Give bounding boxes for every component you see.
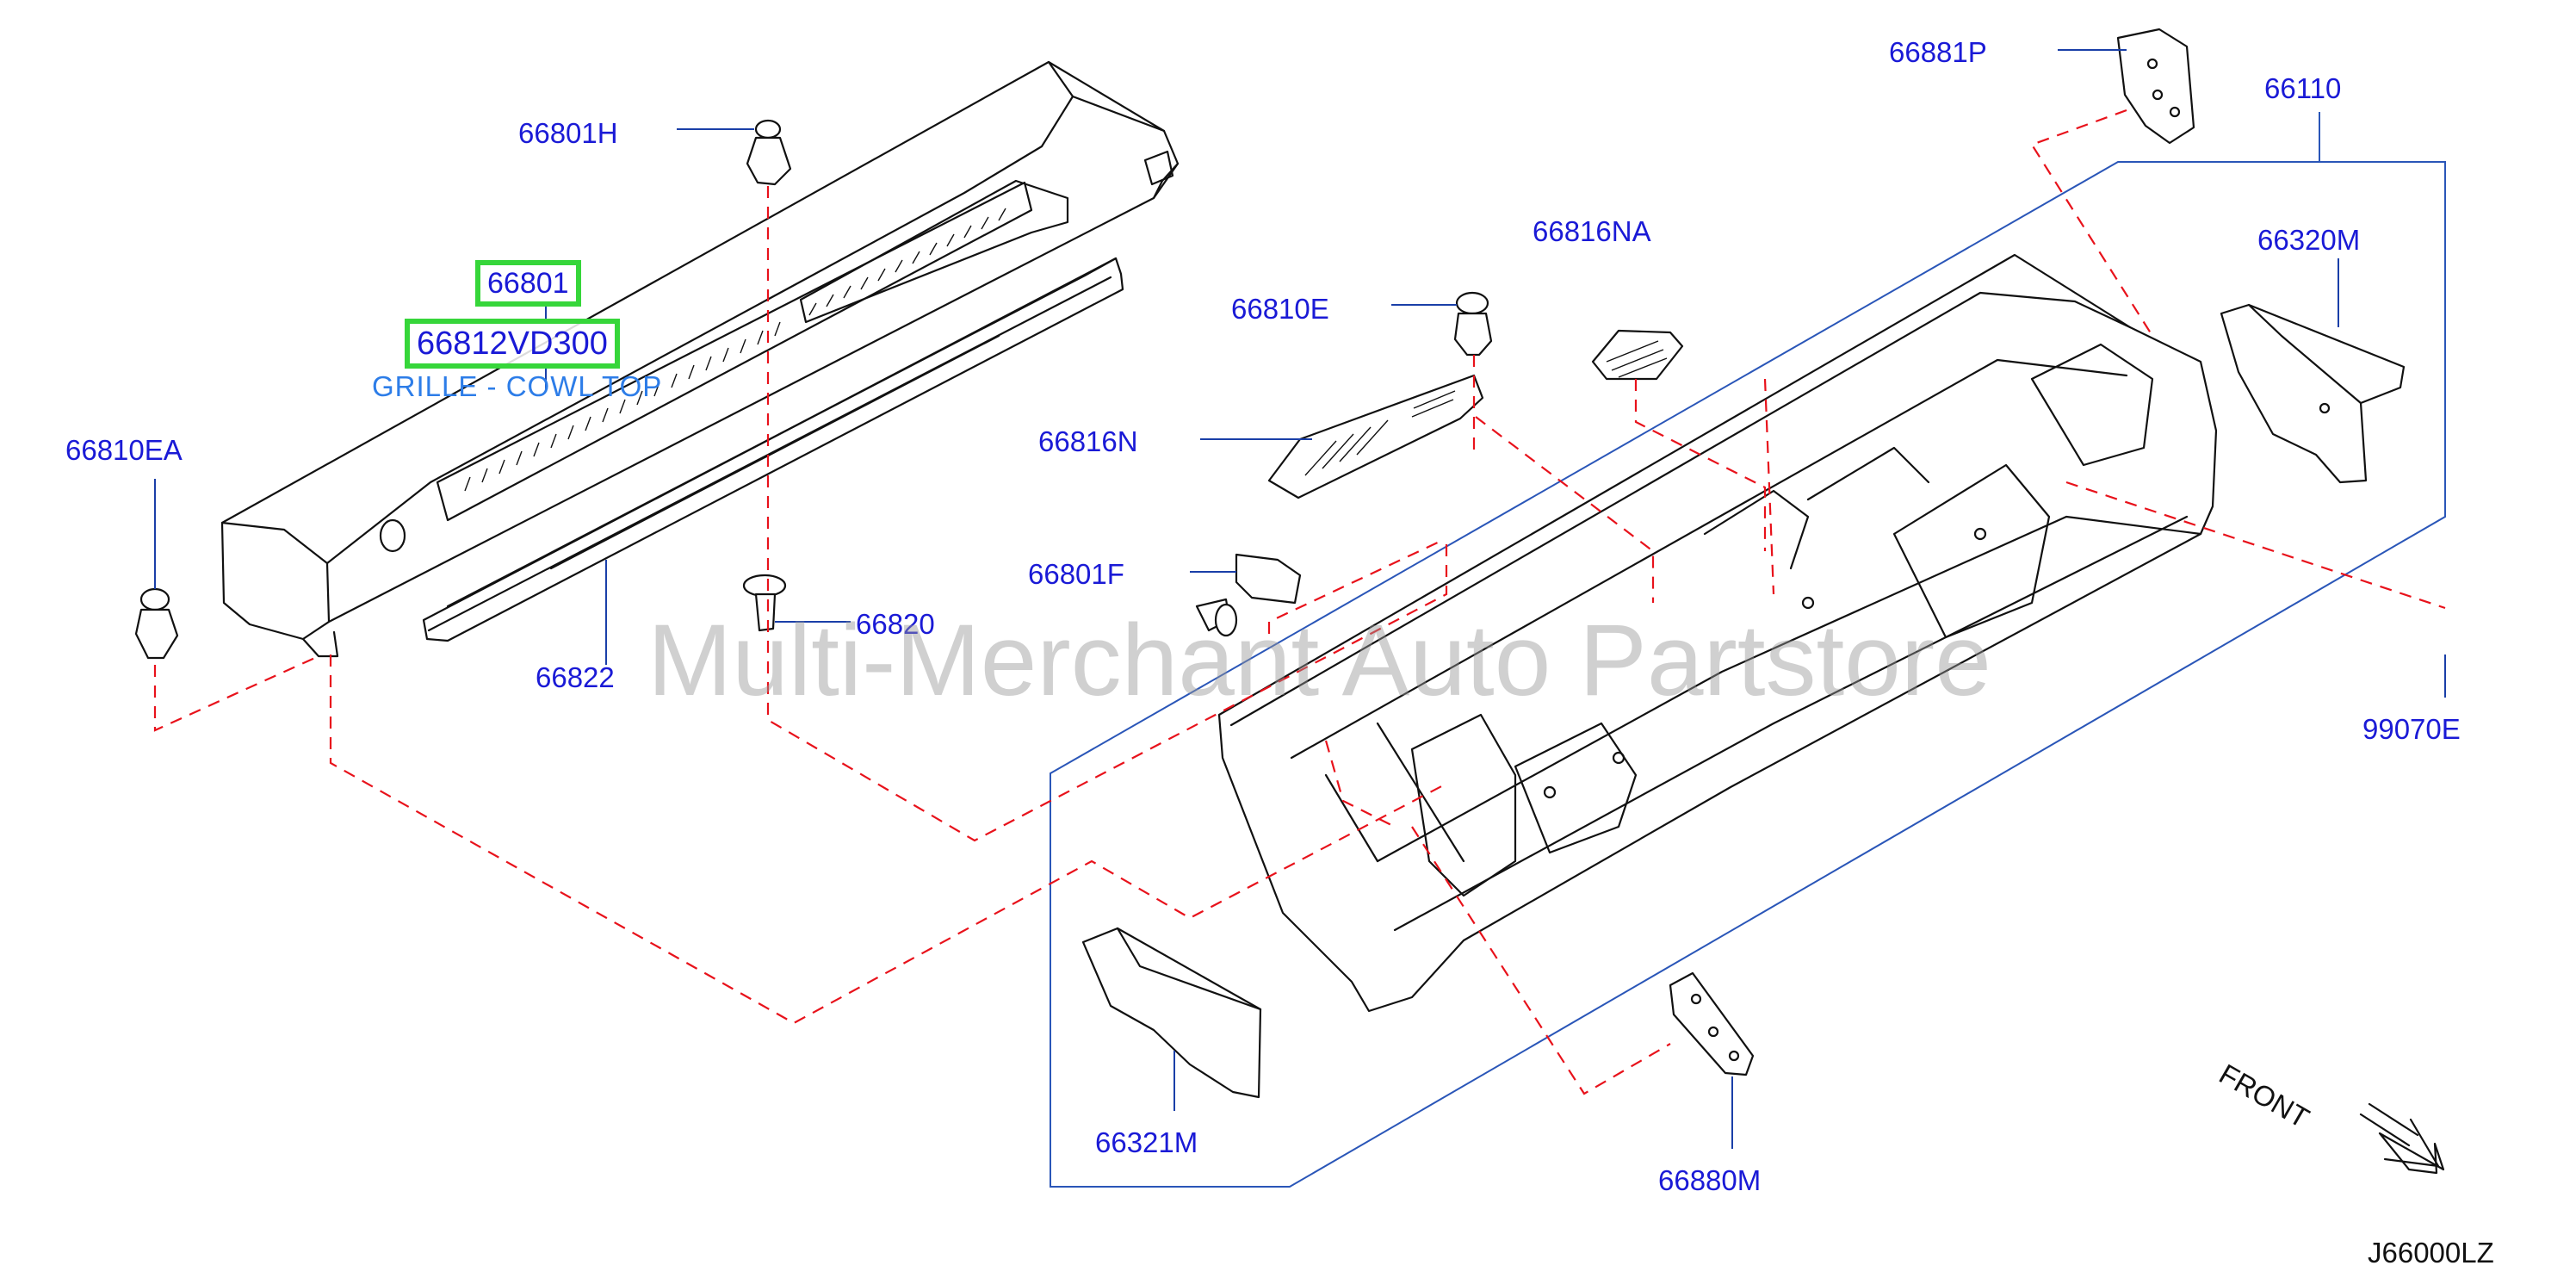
cap-66801f-drawing [1235,553,1302,605]
highlighted-part-66801[interactable]: 66801 [475,260,581,307]
part-label-66880m[interactable]: 66880M [1658,1164,1762,1196]
part-label-66810ea[interactable]: 66810EA [65,434,183,466]
assembly-guide-lines [153,109,2446,1095]
part-label-66822[interactable]: 66822 [536,661,615,693]
part-label-66320m[interactable]: 66320M [2257,224,2361,256]
bracket-66320m-drawing [2220,303,2406,484]
part-label-66801h[interactable]: 66801H [518,117,618,149]
cowl-seal-drawing [422,257,1124,642]
watermark-text: Multi-Merchant Auto Partstore [647,604,1991,717]
drawing-code: J66000LZ [2368,1237,2494,1269]
bracket-66880m-drawing [1669,971,1755,1076]
front-arrow-icon [2359,1102,2445,1175]
vent-66816na-drawing [1591,329,1684,381]
part-label-66820[interactable]: 66820 [856,608,935,640]
part-label-99070e[interactable]: 99070E [2362,713,2461,745]
clip-66810ea-drawing [134,587,179,660]
clip-66810e-drawing [1453,291,1493,357]
clip-99070e-drawing [1195,598,1238,637]
vent-66816n-drawing [1267,374,1484,499]
part-label-66810e[interactable]: 66810E [1231,293,1329,325]
label-leaders [154,49,2446,1149]
part-description-label: GRILLE - COWL TOP [372,370,663,402]
part-label-66881p[interactable]: 66881P [1889,36,1987,68]
bracket-66881p-drawing [2116,28,2195,145]
cowl-top-grille-drawing [220,60,1180,658]
assembly-group-outline [1050,161,2446,1188]
dash-panel-drawing [1217,253,2218,1013]
part-label-66110[interactable]: 66110 [2264,72,2342,104]
highlighted-part-66812vd300[interactable]: 66812VD300 [405,319,620,369]
clip-66801h-drawing [746,119,792,186]
clip-66820-drawing [742,574,787,632]
part-label-66816n[interactable]: 66816N [1038,425,1138,457]
bracket-66321m-drawing [1081,927,1262,1099]
part-label-66801f[interactable]: 66801F [1028,558,1124,590]
part-label-66321m[interactable]: 66321M [1095,1126,1198,1158]
part-label-66816na[interactable]: 66816NA [1533,215,1651,247]
